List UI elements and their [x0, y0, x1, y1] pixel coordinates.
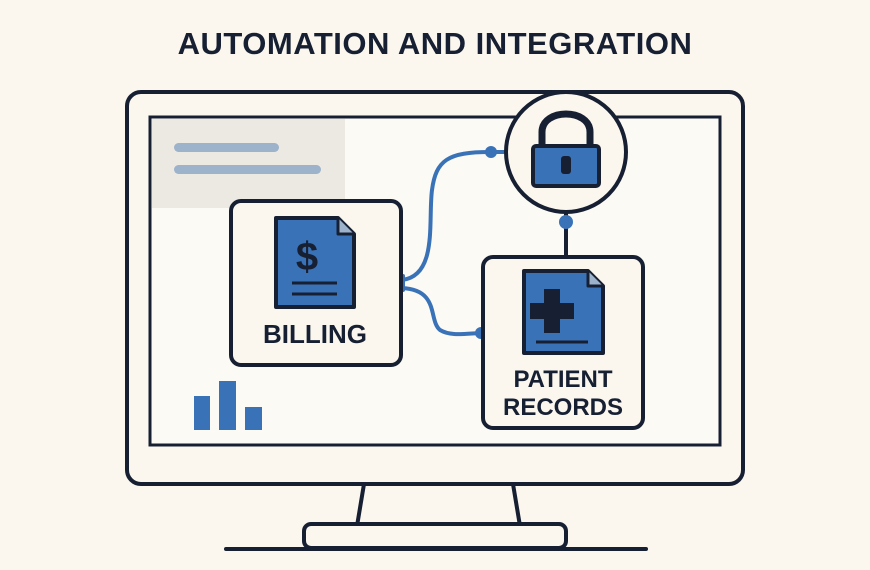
diagram-title: AUTOMATION AND INTEGRATION — [177, 26, 693, 61]
connector-node — [559, 215, 573, 229]
dollar-document-icon: $ — [274, 216, 356, 309]
patient-records-node — [481, 255, 645, 430]
patient-records-label-line1: PATIENT — [513, 366, 613, 393]
svg-text:$: $ — [296, 235, 318, 279]
billing-label: BILLING — [263, 319, 367, 349]
monitor-stand — [224, 482, 648, 551]
billing-node: $ — [229, 199, 403, 367]
patient-records-label-line2: RECORDS — [502, 394, 623, 421]
security-node — [504, 90, 628, 214]
padlock-icon — [531, 110, 601, 188]
patient-records-label: PATIENT RECORDS — [484, 366, 642, 422]
sidebar-panel — [152, 119, 345, 208]
text-lines-icon — [174, 143, 279, 152]
medical-document-icon — [522, 269, 605, 355]
bar-chart-icon — [194, 381, 262, 430]
connector-node — [485, 146, 497, 158]
